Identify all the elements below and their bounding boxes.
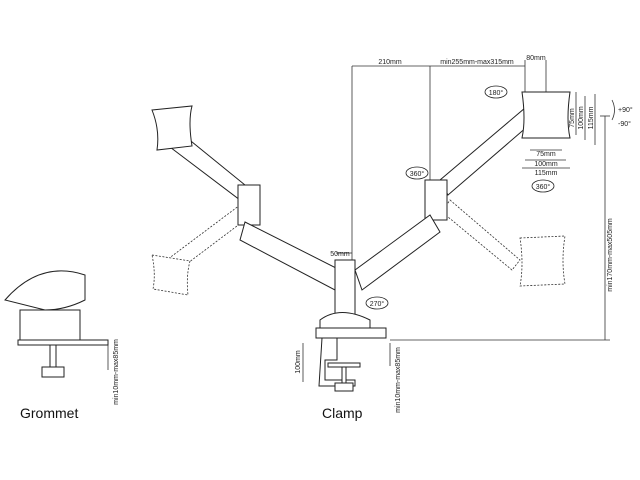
right-arm: [354, 91, 571, 291]
vesa-h100-label: 100mm: [534, 161, 558, 168]
grommet-base: [4, 270, 109, 378]
grommet-label: Grommet: [20, 405, 78, 421]
grommet-range-label: min10mm-max85mm: [113, 339, 120, 405]
rotation-badges: 180° 360° 360° 270° +90° -90°: [365, 85, 633, 310]
plate-rotation-label: 180°: [489, 89, 504, 97]
vesa-top-label: 80mm: [526, 55, 546, 62]
clamp-height-label: 100mm: [295, 350, 302, 374]
left-arm: [151, 105, 341, 296]
vesa-h75-label: 75mm: [536, 151, 556, 158]
vesa-v115-label: 115mm: [588, 106, 595, 129]
clamp-label: Clamp: [322, 405, 363, 421]
dimension-lines: [107, 60, 615, 382]
vesa-v100-label: 100mm: [578, 106, 585, 130]
plate-swivel-label: 360°: [536, 183, 551, 191]
right-vesa-plate: [521, 91, 571, 139]
reach-inner-label: 210mm: [378, 59, 402, 66]
vesa-h115-label: 115mm: [535, 170, 558, 177]
right-vesa-plate-ghost: [519, 235, 566, 287]
dimension-labels: 210mm min255mm-max315mm 80mm 75mm 100mm …: [113, 55, 614, 413]
vesa-v75-label: 75mm: [569, 108, 576, 128]
pole-offset-label: 50mm: [330, 251, 350, 258]
left-vesa-plate: [151, 105, 193, 151]
base-swivel-label: 270°: [370, 300, 385, 308]
tilt-up-label: +90°: [618, 106, 633, 114]
left-vesa-plate-ghost: [151, 254, 191, 296]
height-range-label: min170mm-max505mm: [607, 218, 614, 292]
tilt-down-label: -90°: [618, 120, 631, 128]
clamp-range-label: min10mm-max85mm: [395, 347, 402, 413]
elbow-swivel-label: 360°: [410, 170, 425, 178]
reach-outer-label: min255mm-max315mm: [440, 59, 514, 66]
clamp-base: [315, 259, 387, 392]
